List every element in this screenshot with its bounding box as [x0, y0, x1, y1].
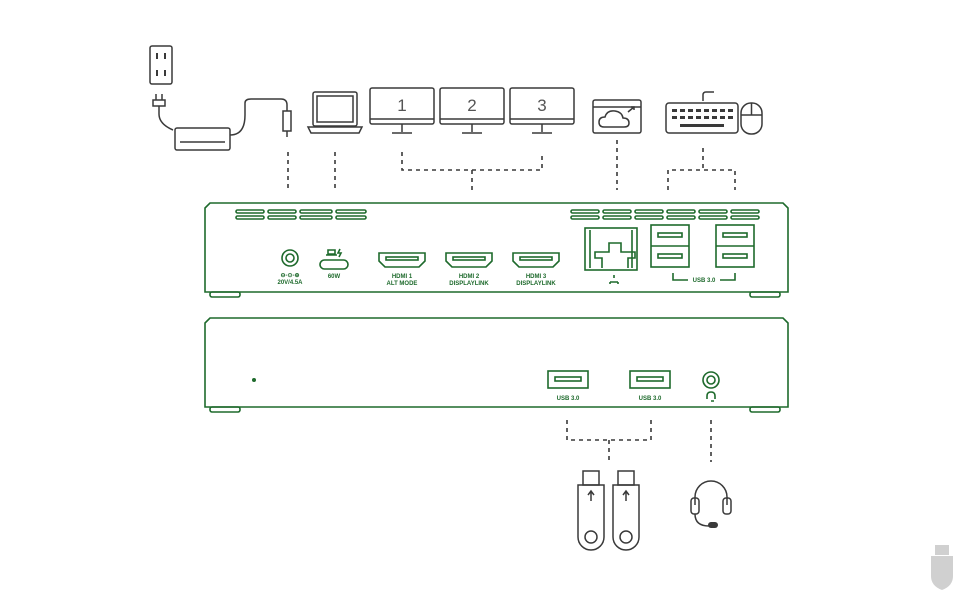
- vents-left: [235, 209, 367, 220]
- usb-rear-label: USB 3.0: [693, 278, 716, 284]
- top-connectors: [287, 140, 736, 190]
- dc-power-port: ⊖-⊙-⊕ 20V/4.5A: [277, 249, 303, 286]
- keyboard-icon: [665, 91, 739, 134]
- power-adapter-icon: [152, 94, 292, 151]
- usb-a-front-port-1: USB 3.0: [547, 370, 589, 402]
- bottom-connectors: [566, 420, 712, 462]
- hdmi-2-label: HDMI 2: [459, 274, 480, 280]
- usb-c-label: 60W: [328, 274, 341, 280]
- dc-symbol: ⊖-⊙-⊕: [280, 273, 299, 279]
- monitor-2-number: 2: [467, 96, 476, 115]
- hdmi-1-mode: ALT MODE: [387, 281, 418, 287]
- wall-outlet-icon: [149, 45, 173, 85]
- headphone-symbol-icon: [706, 391, 716, 402]
- laptop-icon: [306, 91, 364, 134]
- usb-c-port: 60W: [319, 248, 349, 280]
- audio-jack-port: [702, 371, 720, 402]
- monitor-1-icon: 1: [369, 87, 435, 134]
- vents-right: [570, 209, 760, 220]
- headset-icon: [690, 480, 732, 528]
- dock-rear-panel: [204, 202, 789, 298]
- status-led: [252, 378, 256, 382]
- dc-power-label: 20V/4.5A: [277, 280, 303, 286]
- monitor-3-number: 3: [537, 96, 546, 115]
- monitor-1-number: 1: [397, 96, 406, 115]
- ethernet-port: [584, 227, 638, 284]
- hdmi-1-label: HDMI 1: [392, 274, 413, 280]
- watermark-logo: [931, 545, 953, 590]
- network-cloud-icon: [592, 99, 642, 134]
- dock-front-panel: [204, 317, 789, 413]
- usb-a-front-port-2: USB 3.0: [629, 370, 671, 402]
- hdmi-1-port: HDMI 1 ALT MODE: [378, 252, 426, 287]
- hdmi-3-port: HDMI 3 DISPLAYLINK: [512, 252, 560, 287]
- hdmi-3-label: HDMI 3: [526, 274, 547, 280]
- mouse-icon: [740, 102, 763, 135]
- usb-flash-drive-icon: [612, 470, 640, 551]
- hdmi-2-mode: DISPLAYLINK: [449, 281, 489, 287]
- usb-front-2-label: USB 3.0: [639, 396, 662, 402]
- usb-front-1-label: USB 3.0: [557, 396, 580, 402]
- hdmi-2-port: HDMI 2 DISPLAYLINK: [445, 252, 493, 287]
- monitor-2-icon: 2: [439, 87, 505, 134]
- usb-flash-drive-icon: [577, 470, 605, 551]
- monitor-3-icon: 3: [509, 87, 575, 134]
- hdmi-3-mode: DISPLAYLINK: [516, 281, 556, 287]
- usb-a-rear-ports: USB 3.0: [650, 224, 755, 284]
